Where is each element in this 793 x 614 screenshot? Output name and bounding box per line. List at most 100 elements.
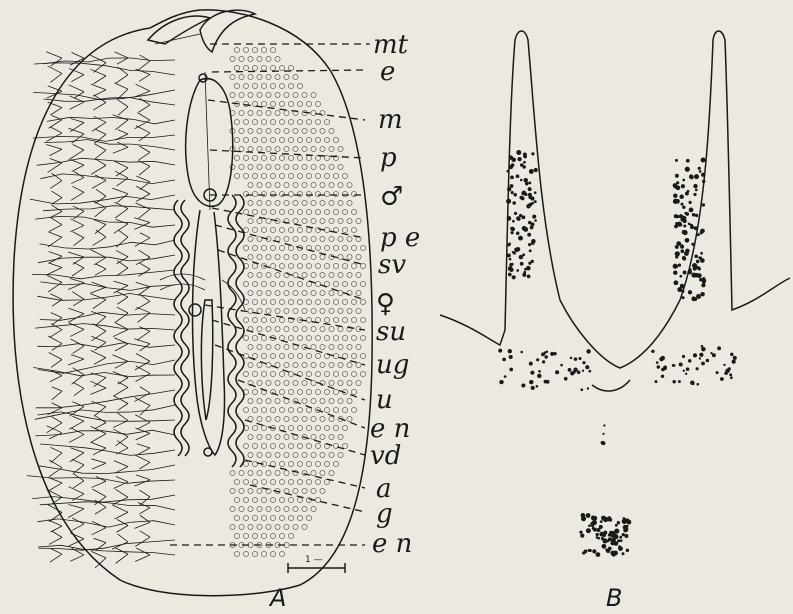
stipple-cell bbox=[338, 272, 343, 277]
stipple-cell bbox=[320, 200, 325, 205]
stipple-cell bbox=[275, 398, 280, 403]
cell-dot bbox=[685, 373, 687, 375]
stipple-cell bbox=[288, 173, 293, 178]
stipple-cell bbox=[284, 452, 289, 457]
stipple-cell bbox=[270, 515, 275, 520]
stipple-cell bbox=[315, 281, 320, 286]
stipple-cell bbox=[261, 209, 266, 214]
gut-twig bbox=[113, 489, 128, 504]
stipple-cell bbox=[288, 227, 293, 232]
gut-twig bbox=[47, 127, 62, 142]
cell-dot bbox=[532, 215, 536, 219]
stipple-cell bbox=[297, 155, 302, 160]
cell-dot bbox=[693, 267, 697, 271]
cell-dot bbox=[682, 256, 686, 260]
stipple-cell bbox=[243, 119, 248, 124]
cell-dot bbox=[499, 380, 503, 384]
stipple-cell bbox=[315, 497, 320, 502]
cell-dot bbox=[701, 347, 706, 352]
stipple-cell bbox=[270, 245, 275, 250]
gut-branch bbox=[30, 195, 175, 204]
cell-dot bbox=[511, 227, 515, 231]
stipple-cell bbox=[261, 173, 266, 178]
stipple-cell bbox=[288, 479, 293, 484]
stipple-cell bbox=[230, 524, 235, 529]
cell-dot bbox=[706, 359, 709, 362]
stipple-cell bbox=[239, 110, 244, 115]
stipple-cell bbox=[347, 380, 352, 385]
gut-twig bbox=[114, 83, 128, 99]
stipple-cell bbox=[257, 290, 262, 295]
stipple-cell bbox=[266, 380, 271, 385]
stipple-cell bbox=[329, 272, 334, 277]
stipple-cell bbox=[311, 182, 316, 187]
stipple-cell bbox=[257, 254, 262, 259]
stipple-cell bbox=[297, 389, 302, 394]
gut-twig bbox=[116, 250, 128, 264]
stipple-cell bbox=[315, 119, 320, 124]
cell-dot bbox=[728, 367, 731, 370]
cell-dot bbox=[564, 377, 568, 381]
stipple-cell bbox=[275, 74, 280, 79]
stipple-cell bbox=[342, 353, 347, 358]
cell-dot bbox=[523, 271, 526, 274]
label-pe: p e bbox=[380, 223, 420, 253]
stipple-cell bbox=[356, 218, 361, 223]
stipple-cell bbox=[338, 308, 343, 313]
gut-twig bbox=[95, 189, 106, 203]
stipple-cell bbox=[248, 290, 253, 295]
cell-dot bbox=[694, 174, 699, 179]
stipple-cell bbox=[243, 497, 248, 502]
stipple-cell bbox=[266, 524, 271, 529]
gut-twig bbox=[113, 322, 128, 336]
gut-twig bbox=[73, 382, 84, 395]
cell-dot bbox=[609, 531, 614, 536]
stipple-cell bbox=[329, 128, 334, 133]
stipple-cell bbox=[239, 56, 244, 61]
cell-dot bbox=[688, 201, 691, 204]
cell-dot bbox=[529, 362, 533, 366]
stipple-cell bbox=[297, 335, 302, 340]
cell-dot bbox=[694, 226, 698, 230]
gut-twig bbox=[49, 531, 62, 545]
cell-dot bbox=[508, 273, 512, 277]
stipple-cell bbox=[230, 470, 235, 475]
cell-dot bbox=[617, 521, 620, 524]
stipple-cell bbox=[302, 218, 307, 223]
stipple-cell bbox=[270, 209, 275, 214]
cell-dot bbox=[617, 539, 620, 542]
stipple-cell bbox=[288, 263, 293, 268]
stipple-cell bbox=[257, 452, 262, 457]
stipple-cell bbox=[356, 290, 361, 295]
cell-dot bbox=[531, 241, 535, 245]
cell-dot bbox=[555, 370, 559, 374]
stipple-cell bbox=[306, 209, 311, 214]
stipple-cell bbox=[248, 74, 253, 79]
cell-dot bbox=[527, 233, 531, 237]
stipple-cell bbox=[284, 308, 289, 313]
stipple-cell bbox=[329, 398, 334, 403]
scale-bar: 1 — bbox=[288, 555, 345, 573]
stipple-cell bbox=[302, 398, 307, 403]
cell-dot bbox=[572, 370, 575, 373]
cell-dot bbox=[509, 165, 513, 169]
stipple-cell bbox=[266, 254, 271, 259]
stipple-cell bbox=[243, 245, 248, 250]
cell-dot bbox=[528, 243, 531, 246]
stipple-cell bbox=[248, 110, 253, 115]
cell-dot bbox=[619, 536, 622, 539]
stipple-cell bbox=[288, 101, 293, 106]
cell-dot bbox=[582, 361, 585, 364]
stipple-cell bbox=[324, 389, 329, 394]
stipple-cell bbox=[315, 101, 320, 106]
stipple-cell bbox=[270, 353, 275, 358]
stipple-cell bbox=[252, 389, 257, 394]
stipple-cell bbox=[248, 524, 253, 529]
stipple-cell bbox=[324, 155, 329, 160]
cell-dot bbox=[700, 231, 703, 234]
stipple-cell bbox=[252, 533, 257, 538]
stipple-cell bbox=[266, 218, 271, 223]
cell-dot bbox=[716, 371, 719, 374]
cell-dot bbox=[702, 180, 705, 183]
